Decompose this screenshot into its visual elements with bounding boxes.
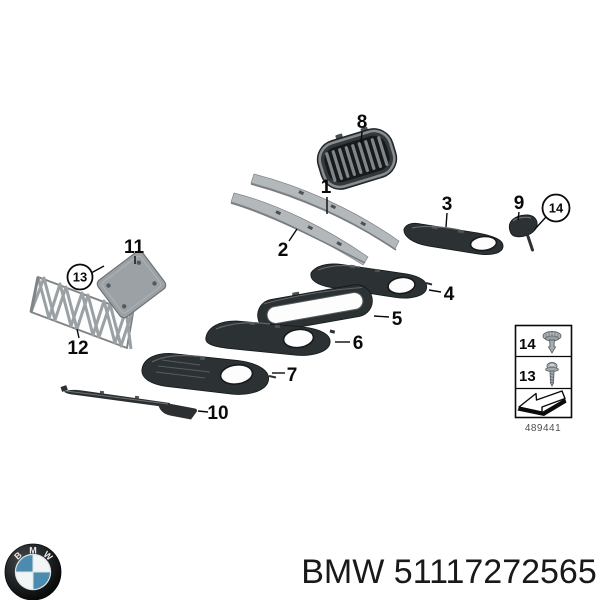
leader-3: [445, 212, 448, 228]
legend-row-13-number: 13: [519, 368, 536, 385]
leader-12: [76, 328, 80, 339]
callout-12: 12: [67, 338, 88, 359]
logo-quadrant-bottom-right: [33, 572, 50, 589]
part-trim-strip-upper: [250, 173, 400, 251]
callout-2: 2: [278, 240, 289, 261]
callout-3: 3: [442, 194, 453, 215]
leader-4: [428, 289, 442, 293]
legend-box: 14 13 489441: [514, 324, 573, 434]
part-mesh-grille-insert: [29, 276, 134, 350]
installation-direction-arrow-icon: [517, 390, 567, 416]
part-grille-trim-frame: [257, 284, 373, 332]
leader-2: [288, 228, 298, 242]
part-fog-grille-right: [205, 320, 336, 356]
part-side-grille-right: [403, 222, 504, 255]
callouts-group: 1 2 3 4 5 6 7 8 9 10 11 12 13 14: [66, 112, 571, 424]
leader-5: [373, 315, 390, 318]
part-kidney-grille: [316, 126, 398, 190]
callout-7: 7: [287, 365, 298, 386]
bmw-logo: B M W: [4, 543, 62, 600]
legend-row-14-number: 14: [519, 336, 536, 353]
leader-10: [197, 410, 209, 413]
svg-text:14: 14: [549, 201, 564, 216]
parts-group: [29, 126, 538, 420]
logo-letter-m: M: [29, 546, 37, 556]
callout-4: 4: [444, 284, 455, 305]
push-rivet-icon: [542, 331, 562, 354]
leader-8: [360, 131, 363, 144]
part-license-plate-bracket: [96, 250, 167, 319]
part-lower-spoiler-strip: [60, 385, 197, 420]
part-cover-cap: [508, 214, 538, 252]
callout-5: 5: [392, 309, 403, 330]
leader-9: [517, 211, 520, 221]
callout-8: 8: [357, 112, 368, 133]
callout-11: 11: [124, 237, 145, 258]
logo-quadrant-top-left: [16, 555, 33, 572]
figure-number: 489441: [525, 423, 561, 434]
part-trim-strip-lower: [230, 192, 369, 266]
logo-quadrant-bottom-left: [16, 572, 33, 589]
footer: B M W BMW 51117272565: [4, 543, 597, 600]
logo-letter-b: B: [12, 550, 24, 562]
logo-quadrant-top-right: [33, 555, 50, 572]
callout-6: 6: [353, 333, 364, 354]
callout-10: 10: [207, 403, 228, 424]
screw-icon: [545, 362, 559, 388]
callout-1: 1: [321, 177, 332, 198]
part-side-grille-open: [310, 263, 433, 299]
svg-text:13: 13: [73, 270, 87, 285]
circled-callout-14: 14: [533, 193, 571, 230]
circled-callout-13: 13: [66, 263, 105, 291]
part-fog-grille-left: [141, 353, 277, 395]
part-number-text: BMW 51117272565: [301, 553, 597, 591]
callout-9: 9: [514, 193, 525, 214]
